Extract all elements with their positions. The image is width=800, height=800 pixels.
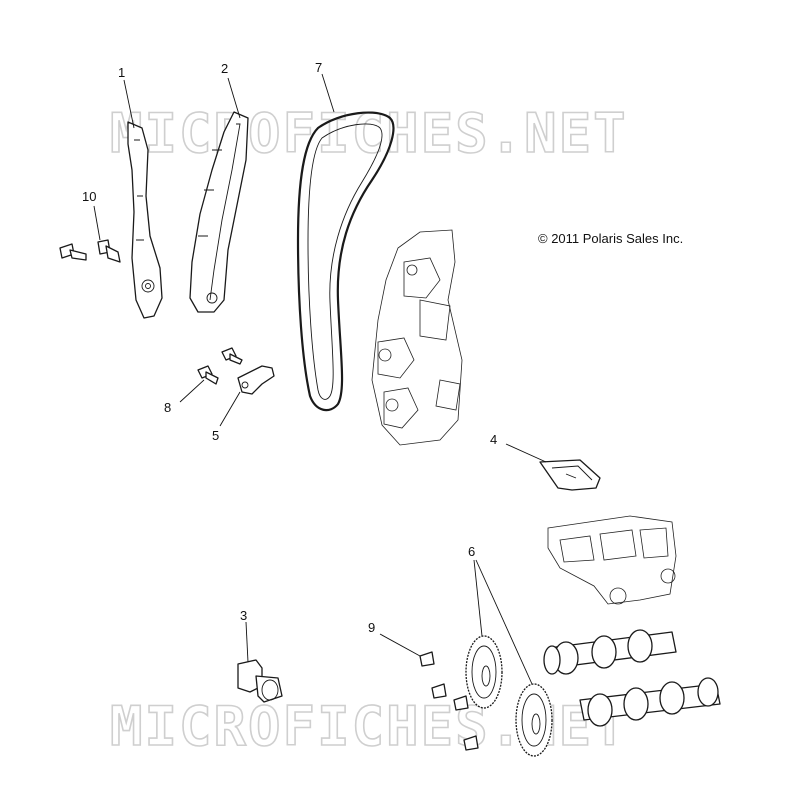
callout-5: 5	[212, 428, 219, 443]
part-3-cam-chain-tensioner	[237, 659, 283, 703]
part-5-bracket	[237, 365, 275, 395]
callout-1: 1	[118, 65, 125, 80]
cylinder-head-outline	[547, 515, 677, 605]
part-2-tensioner-blade	[189, 111, 249, 313]
engine-block-outline	[371, 229, 463, 446]
callout-10: 10	[82, 189, 96, 204]
part-8-bolts	[197, 347, 243, 385]
part-7-cam-chain	[296, 111, 395, 412]
callout-7: 7	[315, 60, 322, 75]
callout-8: 8	[164, 400, 171, 415]
camshaft-exhaust	[579, 677, 721, 727]
copyright-text: © 2011 Polaris Sales Inc.	[538, 231, 683, 246]
part-4-guide-pad	[539, 459, 601, 491]
part-1-chain-guide	[127, 121, 163, 319]
part-6-cam-sprocket-lower	[515, 683, 553, 757]
callout-9: 9	[368, 620, 375, 635]
callout-3: 3	[240, 608, 247, 623]
part-10-guide-bolts	[59, 239, 121, 263]
callout-6: 6	[468, 544, 475, 559]
part-6-cam-sprocket-upper	[465, 635, 503, 709]
callout-2: 2	[221, 61, 228, 76]
camshaft-intake	[543, 629, 677, 675]
part-9-sprocket-bolts	[419, 651, 479, 751]
callout-4: 4	[490, 432, 497, 447]
